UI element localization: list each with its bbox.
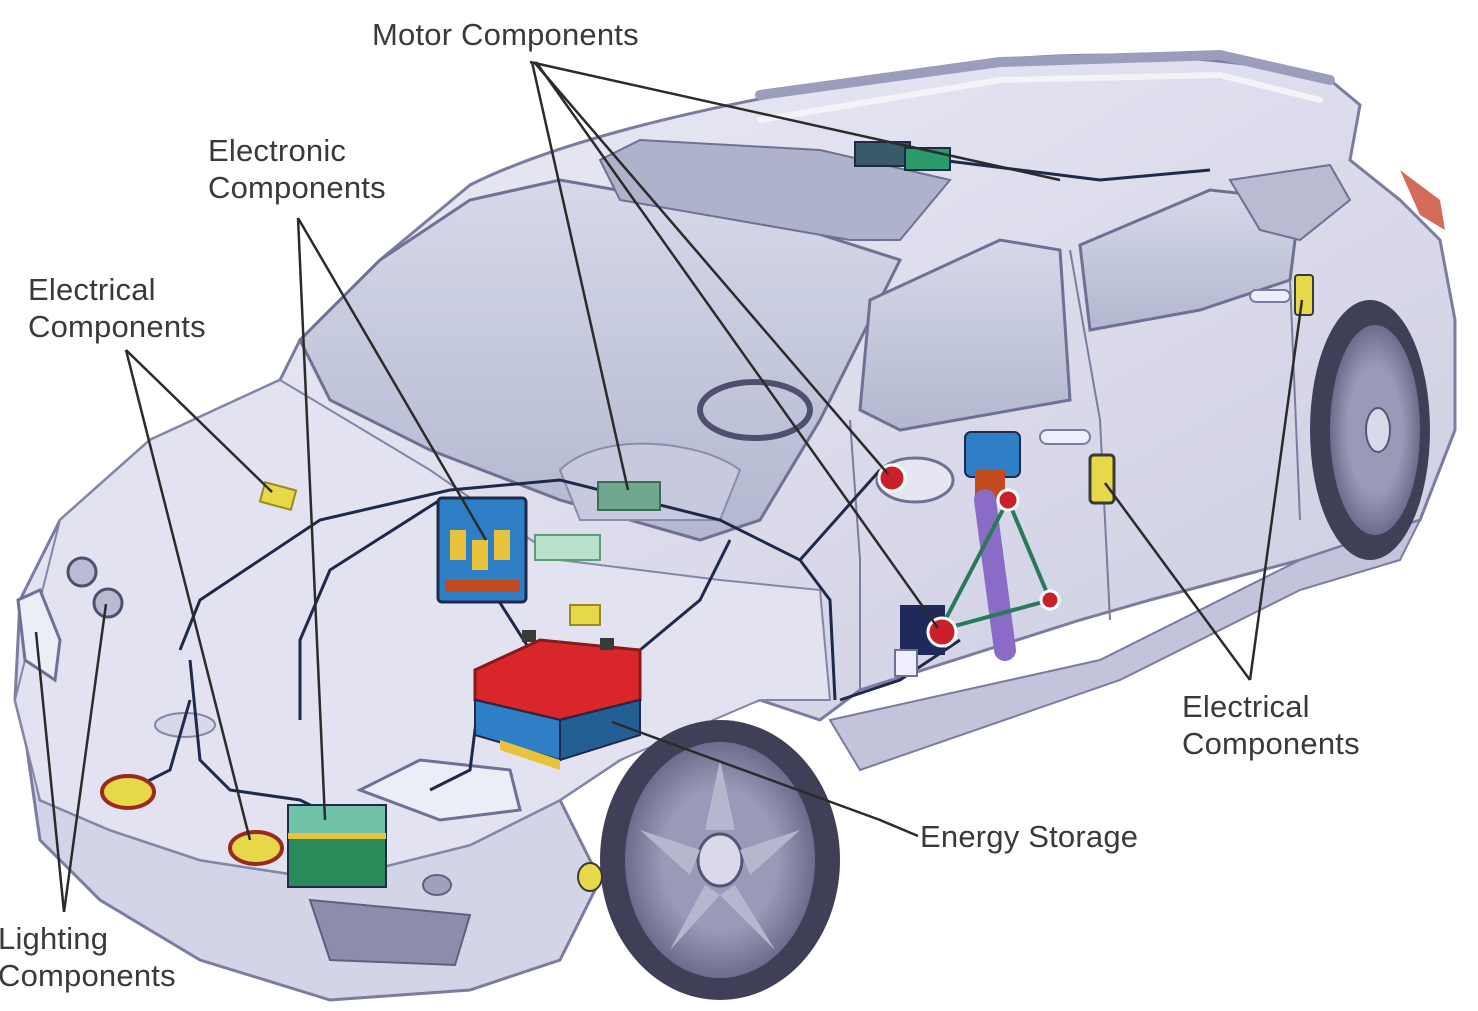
front-electronic-module (287, 804, 387, 888)
label-electrical-components-right: Electrical Components (1182, 688, 1360, 762)
label-motor-text: Motor Components (372, 17, 639, 52)
front-side-window (858, 238, 1072, 432)
rear-wheel (1310, 300, 1430, 560)
label-electrical-left-line2: Components (28, 309, 206, 344)
label-electrical-right-line1: Electrical (1182, 689, 1310, 724)
label-electronic-line2: Components (208, 170, 386, 205)
side-sill (828, 518, 1422, 772)
headlight-right (356, 758, 522, 822)
label-lighting-components: Lighting Components (0, 920, 176, 994)
rear-sensor (1294, 274, 1314, 316)
engine-sensor (569, 604, 601, 626)
label-lighting-line2: Components (0, 958, 176, 993)
headlight-left (16, 587, 62, 683)
fog-lamp-right (228, 830, 284, 866)
door-sensor (1088, 453, 1116, 505)
fog-lamp-left (100, 774, 156, 810)
label-lighting-line1: Lighting (0, 921, 109, 956)
label-electrical-right-line2: Components (1182, 726, 1360, 761)
wiring-harness (129, 158, 1211, 822)
label-electrical-left-line1: Electrical (28, 272, 156, 307)
label-electronic-components: Electronic Components (208, 132, 386, 206)
front-wheel (600, 720, 840, 1000)
ecu-module (436, 496, 528, 604)
dash-motor-module (597, 481, 661, 511)
rear-quarter-window (1228, 163, 1352, 242)
label-electronic-line1: Electronic (208, 133, 347, 168)
label-energy-text: Energy Storage (920, 819, 1139, 854)
window-regulator (894, 431, 1061, 677)
roof-motor-module (854, 141, 951, 171)
label-motor-components: Motor Components (372, 16, 639, 53)
components (66, 141, 1314, 892)
lamp-socket-2 (92, 587, 124, 619)
battery (473, 630, 642, 770)
fuse-block (534, 534, 601, 561)
label-electrical-components-left: Electrical Components (28, 271, 206, 345)
roof-rail (755, 49, 1335, 100)
label-energy-storage: Energy Storage (920, 818, 1138, 855)
lamp-socket-1 (66, 556, 98, 588)
lower-grille (308, 898, 472, 967)
leader-lines (34, 60, 1304, 913)
